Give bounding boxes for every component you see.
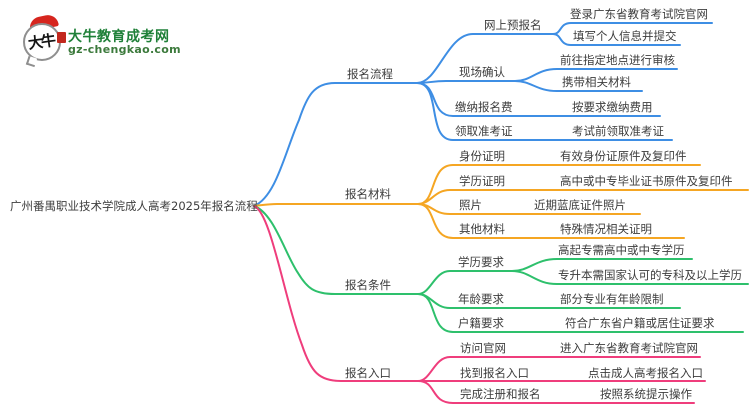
leaf-bring-materials: 携带相关材料 — [562, 75, 631, 89]
topic-age-requirement: 年龄要求 — [458, 292, 504, 306]
connector-line — [417, 203, 685, 239]
leaf-go-to-designated-place: 前往指定地点进行审核 — [560, 53, 675, 67]
branch-signup-process: 报名流程 — [347, 67, 393, 81]
topic-get-admission-ticket: 领取准考证 — [455, 124, 513, 138]
topic-photo: 照片 — [459, 198, 482, 212]
connector-line — [514, 80, 643, 92]
topic-find-entrance: 找到报名入口 — [460, 366, 529, 380]
connector-line — [253, 205, 419, 295]
branch-signup-materials: 报名材料 — [345, 187, 391, 201]
connector-line — [417, 270, 513, 295]
leaf-pay-as-required: 按要求缴纳费用 — [572, 100, 653, 114]
topic-onsite-confirmation: 现场确认 — [459, 65, 505, 79]
connector-line — [511, 270, 749, 285]
leaf-get-ticket-before-exam: 考试前领取准考证 — [572, 124, 664, 138]
topic-pay-fee: 缴纳报名费 — [455, 100, 513, 114]
topic-education-proof: 学历证明 — [459, 174, 505, 188]
connector-line — [253, 205, 419, 382]
topic-visit-official-site: 访问官网 — [460, 341, 506, 355]
topic-other-materials: 其他材料 — [459, 222, 505, 236]
topic-residency-requirement: 户籍要求 — [458, 316, 504, 330]
connector-line — [417, 293, 744, 333]
connector-line — [552, 33, 681, 46]
central-topic: 广州番禺职业技术学院成人高考2025年报名流程 — [10, 199, 258, 213]
leaf-login-gd-exam-site: 登录广东省教育考试院官网 — [570, 7, 708, 21]
topic-complete-registration: 完成注册和报名 — [460, 387, 541, 401]
logo-site-domain: gz-chengkao.com — [68, 43, 181, 56]
branch-signup-entrance: 报名入口 — [345, 366, 391, 380]
logo-speech-bubble-icon — [23, 23, 61, 61]
leaf-college-requirement: 专升本需国家认可的专科及以上学历 — [558, 268, 742, 282]
leaf-diploma-copy: 高中或中专毕业证书原件及复印件 — [560, 174, 733, 188]
topic-education-requirement: 学历要求 — [458, 255, 504, 269]
leaf-special-case-proof: 特殊情况相关证明 — [560, 222, 652, 236]
connector-line — [416, 82, 673, 141]
topic-online-pre-registration: 网上预报名 — [484, 18, 542, 32]
site-logo[interactable]: 大牛 大牛教育成考网 gz-chengkao.com — [10, 8, 220, 68]
connector-line — [416, 33, 554, 84]
logo-badge-text: 大牛 — [26, 31, 56, 53]
logo-red-seal-icon — [57, 32, 66, 43]
leaf-age-limit: 部分专业有年龄限制 — [560, 292, 664, 306]
leaf-valid-id-copy: 有效身份证原件及复印件 — [560, 149, 687, 163]
connector-line — [417, 380, 695, 404]
branch-signup-conditions: 报名条件 — [345, 278, 391, 292]
leaf-follow-system-prompts: 按照系统提示操作 — [600, 387, 692, 401]
connector-line — [253, 82, 418, 207]
topic-id-proof: 身份证明 — [459, 149, 505, 163]
leaf-click-entrance: 点击成人高考报名入口 — [588, 366, 703, 380]
leaf-enter-gd-exam-site: 进入广东省教育考试院官网 — [560, 341, 698, 355]
leaf-blue-background-photo: 近期蓝底证件照片 — [534, 198, 626, 212]
connector-line — [416, 80, 516, 84]
leaf-fill-personal-info: 填写个人信息并提交 — [573, 29, 677, 43]
logo-site-name: 大牛教育成考网 — [68, 29, 170, 45]
connector-line — [253, 203, 419, 207]
leaf-gd-residency: 符合广东省户籍或居住证要求 — [565, 316, 715, 330]
leaf-highschool-requirement: 高起专需高中或中专学历 — [558, 243, 685, 257]
